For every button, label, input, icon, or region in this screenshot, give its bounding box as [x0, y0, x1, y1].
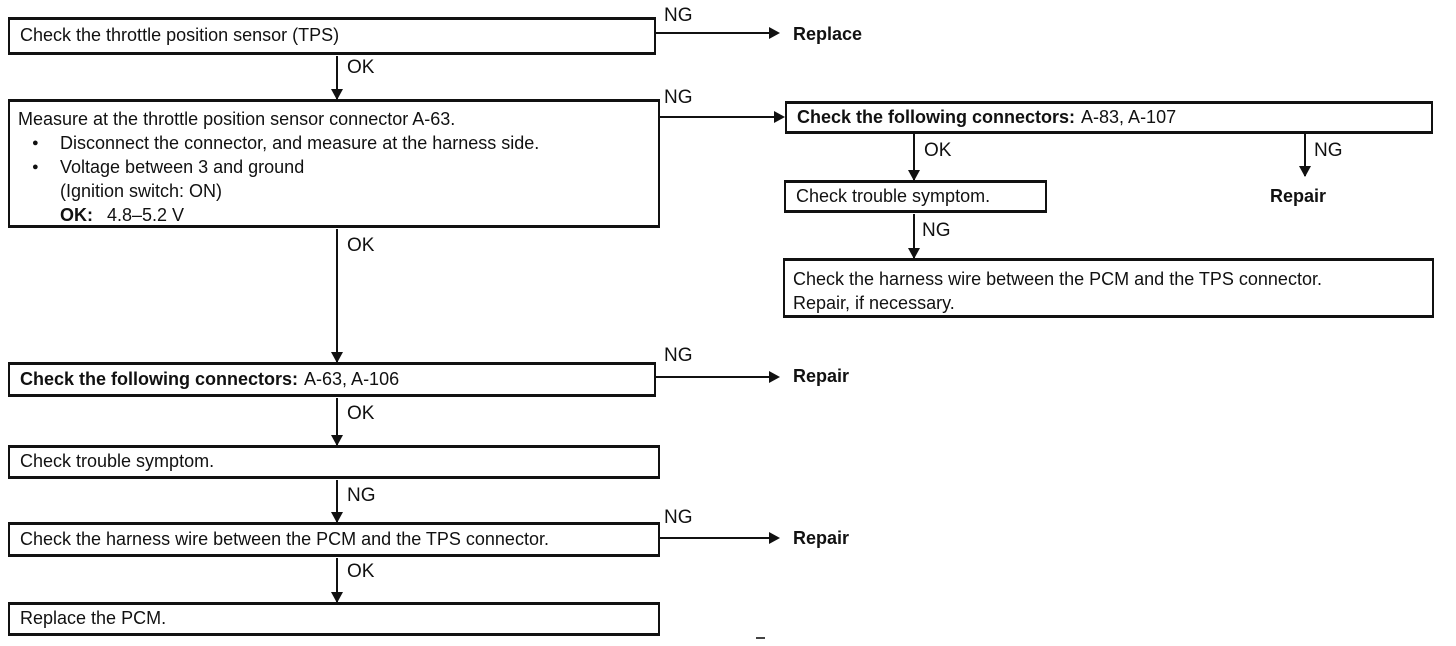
edge-label-ng: NG	[664, 507, 693, 528]
arrow-harness-left-ok-down	[331, 558, 343, 603]
measure-title-row: Measure at the throttle position sensor …	[18, 107, 648, 131]
connectors-left-prefix: Check the following connectors:	[20, 368, 299, 389]
step-measure-connector-box: Measure at the throttle position sensor …	[8, 99, 660, 228]
arrow-connectors-left-ng-right	[656, 371, 780, 383]
connectors-right-prefix: Check the following connectors:	[797, 106, 1076, 127]
step-check-trouble-left-box: Check trouble symptom.	[8, 445, 660, 479]
edge-label-ok: OK	[924, 140, 952, 161]
measure-bullet1-text: Disconnect the connector, and measure at…	[60, 133, 540, 153]
arrow-measure-ok-down	[331, 229, 343, 363]
trouble-right-text: Check trouble symptom.	[796, 185, 991, 206]
arrow-harness-left-ng-right	[658, 532, 780, 544]
edge-label-ng: NG	[922, 220, 951, 241]
step-check-tps-box: Check the throttle position sensor (TPS)	[8, 17, 656, 55]
edge-label-ng: NG	[347, 485, 376, 506]
step-check-connectors-left-box: Check the following connectors: A-63, A-…	[8, 362, 656, 397]
measure-ok-row: OK: 4.8–5.2 V	[18, 203, 648, 227]
step-replace-pcm-box: Replace the PCM.	[8, 602, 660, 636]
harness-right-line2: Repair, if necessary.	[793, 293, 955, 313]
arrow-trouble-right-ng-down	[908, 214, 920, 259]
harness-right-line1: Check the harness wire between the PCM a…	[793, 269, 1322, 289]
arrow-tps-ng-right	[656, 27, 780, 39]
trouble-left-text: Check trouble symptom.	[20, 451, 215, 472]
measure-bullet2-row: ● Voltage between 3 and ground	[18, 155, 648, 179]
step-check-harness-right-box: Check the harness wire between the PCM a…	[783, 258, 1434, 318]
step-check-trouble-right-box: Check trouble symptom.	[784, 180, 1047, 213]
terminal-repair: Repair	[793, 528, 850, 548]
edge-label-ok: OK	[347, 235, 375, 256]
bullet-icon: ●	[32, 137, 39, 149]
terminal-replace: Replace	[793, 24, 863, 44]
edge-label-ok: OK	[347, 561, 375, 582]
terminal-repair: Repair	[793, 366, 850, 386]
step-check-connectors-right-box: Check the following connectors: A-83, A-…	[785, 101, 1433, 134]
measure-ok-key: OK:	[60, 205, 93, 225]
arrow-connectors-right-ng-down	[1299, 134, 1311, 177]
arrow-connectors-right-ok-down	[908, 134, 920, 181]
arrow-connectors-left-ok-down	[331, 398, 343, 446]
step-check-tps-text: Check the throttle position sensor (TPS)	[20, 25, 340, 46]
measure-title-text: Measure at the throttle position sensor …	[18, 109, 456, 129]
measure-bullet1-row: ● Disconnect the connector, and measure …	[18, 131, 648, 155]
connectors-left-items: A-63, A-106	[304, 368, 400, 389]
bullet-icon: ●	[32, 161, 39, 173]
measure-condition-text: (Ignition switch: ON)	[60, 181, 223, 201]
edge-label-ng: NG	[664, 345, 693, 366]
scan-artifact-dash	[756, 637, 765, 639]
edge-label-ok: OK	[347, 57, 375, 78]
connectors-right-items: A-83, A-107	[1081, 106, 1177, 127]
measure-bullet2-text: Voltage between 3 and ground	[60, 157, 305, 177]
measure-condition-row: (Ignition switch: ON)	[18, 179, 648, 203]
measure-ok-value: 4.8–5.2 V	[107, 205, 185, 225]
edge-label-ng: NG	[664, 5, 693, 26]
step-check-harness-left-box: Check the harness wire between the PCM a…	[8, 522, 660, 557]
harness-left-text: Check the harness wire between the PCM a…	[20, 528, 549, 549]
edge-label-ng: NG	[1314, 140, 1343, 161]
arrow-tps-ok-down	[331, 56, 343, 100]
arrow-measure-ng-right	[659, 111, 785, 123]
edge-label-ok: OK	[347, 403, 375, 424]
arrow-trouble-left-ng-down	[331, 480, 343, 523]
edge-label-ng: NG	[664, 87, 693, 108]
replace-pcm-text: Replace the PCM.	[20, 608, 167, 629]
terminal-repair: Repair	[1270, 186, 1327, 206]
